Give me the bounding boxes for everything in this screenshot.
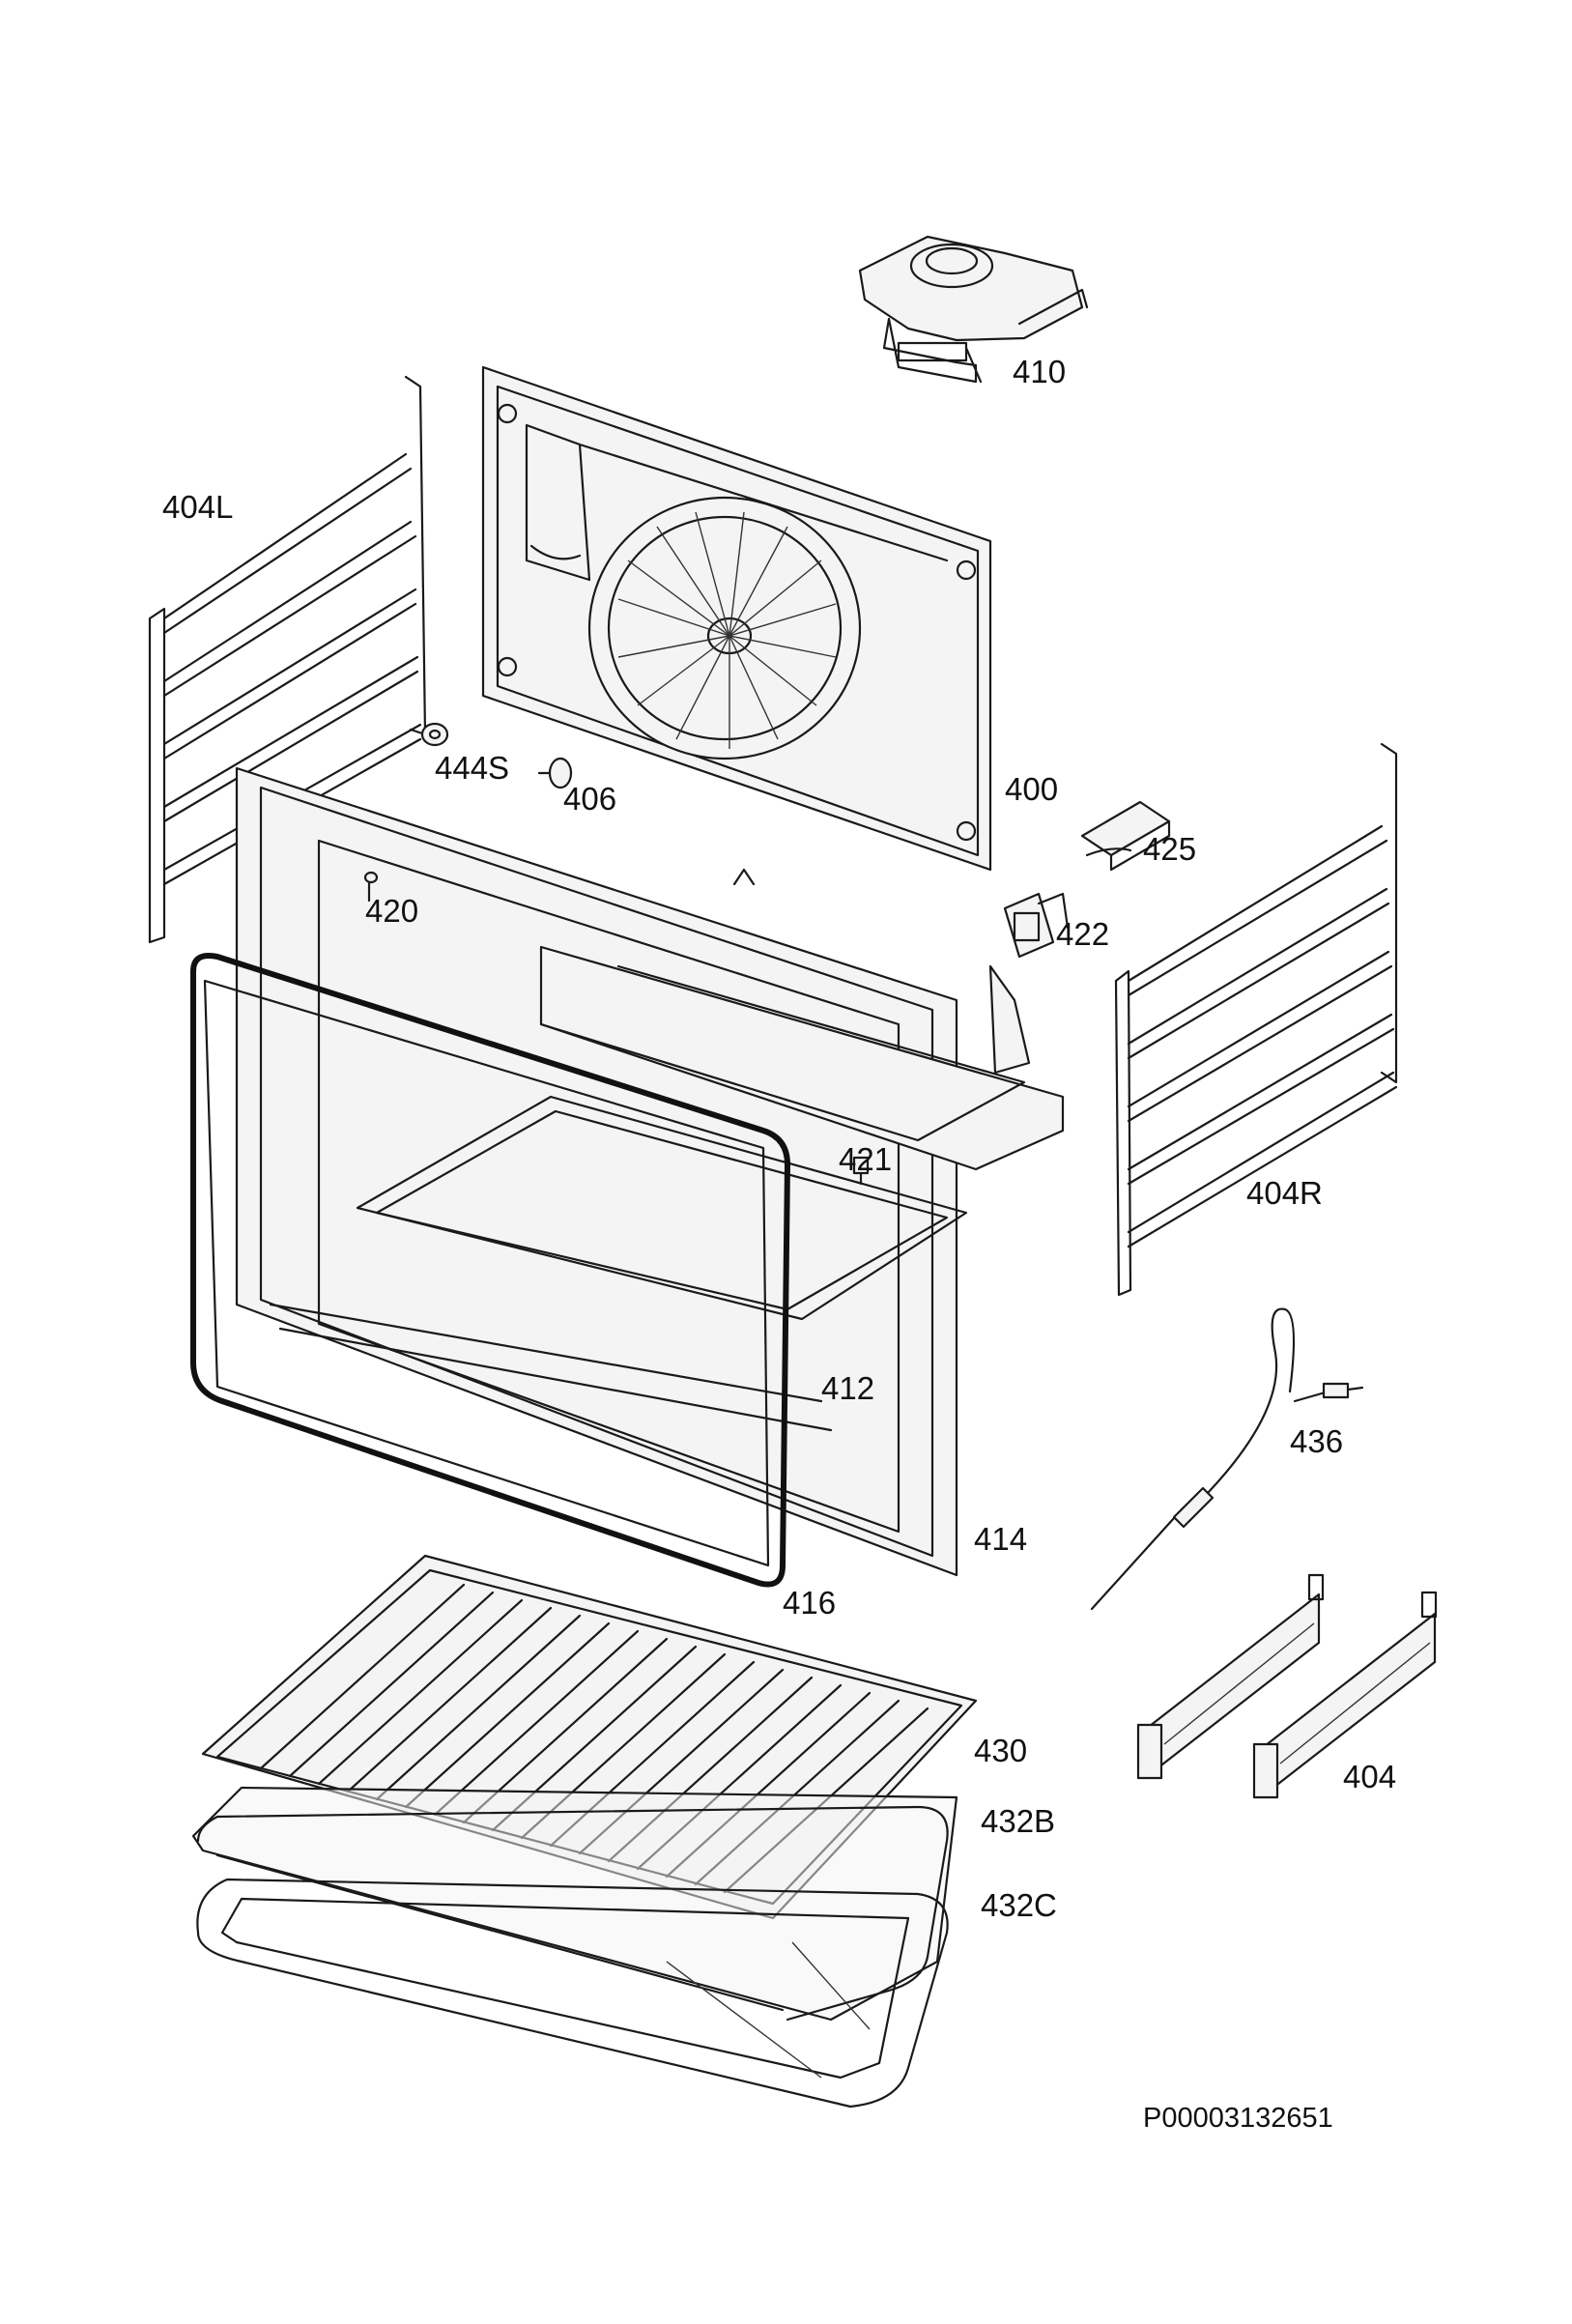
part-label-436: 436 (1290, 1423, 1344, 1459)
part-label-422: 422 (1056, 916, 1110, 952)
part-label-432B: 432B (981, 1803, 1056, 1839)
part-422 (1003, 892, 1070, 959)
part-label-406: 406 (563, 781, 617, 817)
meat-probe-436 (1090, 1307, 1364, 1611)
fan-motor-410 (858, 235, 1089, 384)
part-425 (1080, 800, 1171, 872)
part-label-421: 421 (839, 1141, 893, 1177)
part-label-404R: 404R (1246, 1175, 1323, 1211)
screw-421 (852, 1156, 870, 1186)
lamp-406 (537, 757, 573, 789)
part-label-444S: 444S (435, 750, 510, 786)
door-seal-416 (190, 953, 790, 1588)
part-label-432C: 432C (981, 1887, 1057, 1923)
part-label-410: 410 (1013, 354, 1067, 389)
part-label-420: 420 (365, 893, 419, 929)
part-label-425: 425 (1143, 831, 1197, 867)
part-label-430: 430 (974, 1733, 1028, 1768)
rear-panel-400 (481, 365, 992, 872)
right-shelf-support-404R (1114, 742, 1398, 1297)
part-label-400: 400 (1005, 771, 1059, 807)
part-label-416: 416 (783, 1585, 837, 1621)
part-label-404: 404 (1343, 1759, 1397, 1794)
part-label-414: 414 (974, 1521, 1028, 1557)
tray-432C (196, 1878, 949, 2109)
washer-444S (420, 722, 449, 747)
left-shelf-support-404L (148, 375, 427, 944)
part-label-412: 412 (821, 1370, 875, 1406)
screw-420 (363, 871, 379, 903)
document-code: P00003132651 (1143, 2103, 1333, 2134)
part-label-404L: 404L (162, 489, 234, 525)
tray-432B (191, 1786, 958, 2022)
telescopic-runners-404 (1136, 1573, 1438, 1799)
oven-cavity-414 (235, 766, 1065, 1577)
